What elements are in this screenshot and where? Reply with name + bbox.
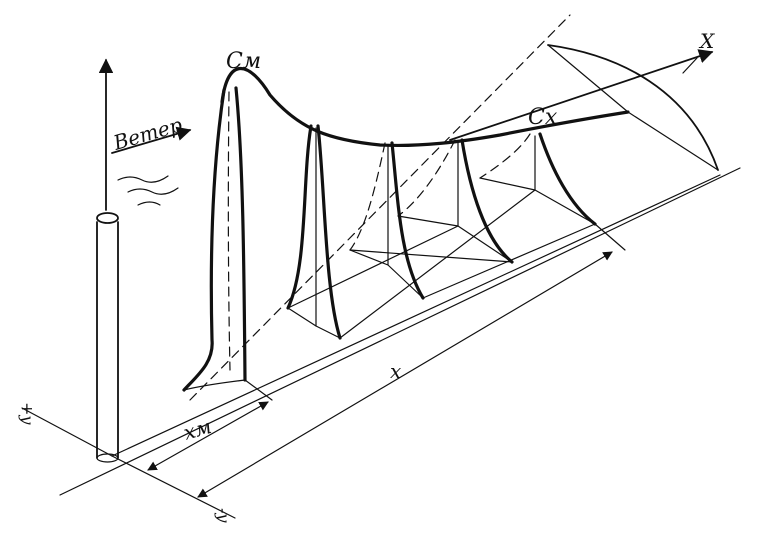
profile-4 bbox=[397, 138, 514, 264]
wind-wave-lines bbox=[117, 175, 179, 206]
profile-1 bbox=[182, 86, 247, 392]
x-axis-arrow bbox=[449, 49, 714, 141]
source-ground-line bbox=[111, 174, 721, 457]
profile-2 bbox=[286, 124, 342, 340]
distance-xm-label: xм bbox=[181, 414, 214, 445]
ground-lines bbox=[21, 167, 741, 519]
chimney-stack bbox=[96, 212, 119, 463]
dimension-x bbox=[197, 223, 626, 498]
end-cross-section-base bbox=[627, 111, 719, 171]
wind-direction-arrow bbox=[111, 126, 192, 154]
minus-y-axis-line bbox=[111, 455, 236, 519]
x-axis-tick bbox=[682, 57, 698, 74]
x-axis-label: X bbox=[698, 29, 715, 53]
wind-label: Ветер bbox=[110, 112, 185, 155]
end-cross-section-arc bbox=[547, 44, 719, 171]
end-cross-section-radius bbox=[547, 44, 629, 113]
profile-3 bbox=[349, 141, 425, 300]
c-max-label: Cм bbox=[226, 49, 261, 74]
plus-y-label: +y bbox=[18, 402, 37, 425]
peak-concentration-curve bbox=[220, 67, 630, 148]
profile-5 bbox=[479, 132, 597, 226]
minus-y-label: -y bbox=[214, 508, 233, 523]
distance-x-label: x bbox=[390, 359, 401, 383]
c-x-label: Cх bbox=[528, 105, 558, 130]
